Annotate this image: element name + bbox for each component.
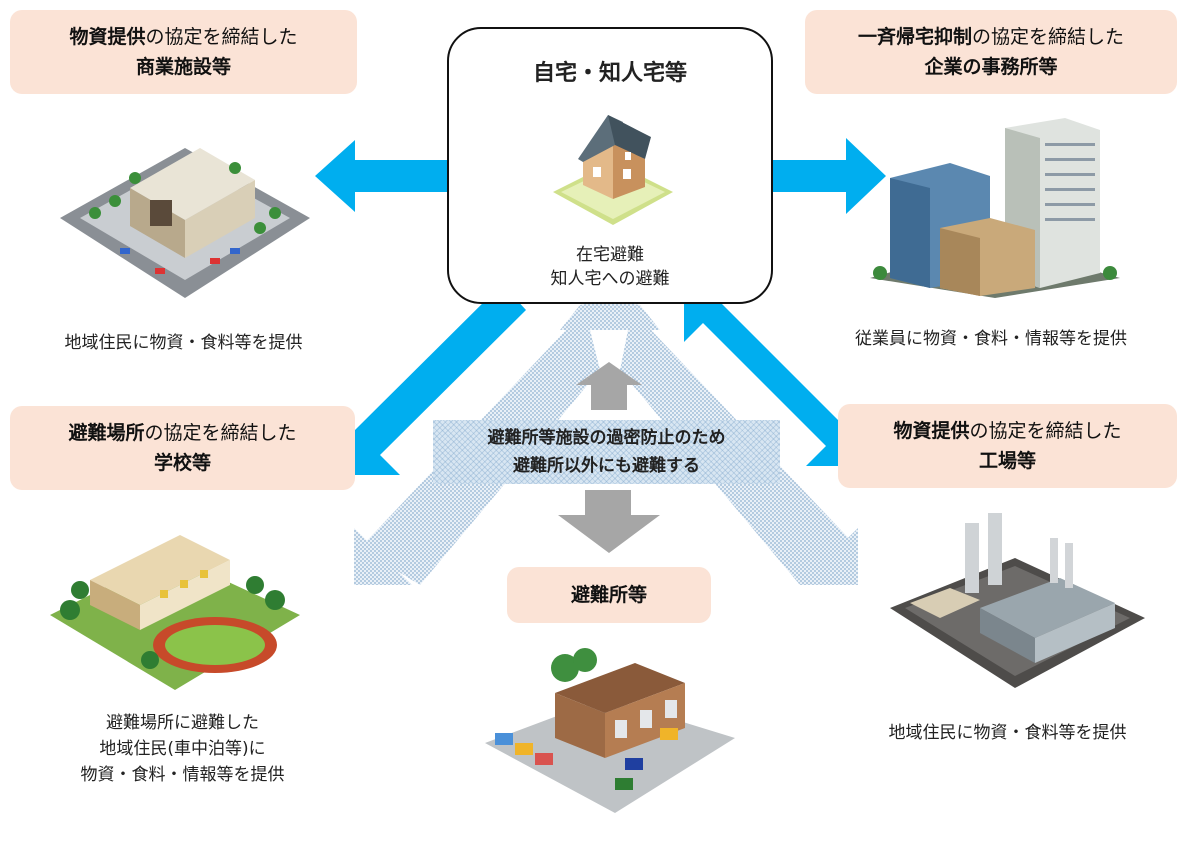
hatched-arrowhead-left [354, 528, 412, 585]
house-illustration [553, 115, 673, 225]
caption-office: 従業員に物資・食料・情報等を提供 [855, 329, 1127, 349]
label-rest: の協定を締結した [145, 26, 298, 48]
commercial-facility-illustration [60, 148, 310, 298]
blue-double-arrow-left [315, 140, 490, 212]
home-line2: 知人宅への避難 [550, 269, 670, 289]
label-bold: 避難場所 [68, 422, 145, 444]
overcrowding-note: 避難所等施設の過密防止のため 避難所以外にも避難する [433, 420, 780, 484]
factory-illustration [890, 513, 1145, 688]
hatched-arrowhead-right [800, 528, 858, 585]
caption-commercial: 地域住民に物資・食料等を提供 [64, 333, 303, 353]
label-line2: 学校等 [153, 452, 211, 474]
label-bold: 一斉帰宅抑制 [857, 26, 972, 48]
gray-up-arrow [576, 362, 642, 410]
gray-down-arrow [558, 490, 660, 553]
label-rest: の協定を締結した [144, 422, 297, 444]
label-bold: 物資提供 [69, 26, 146, 48]
shelter-illustration [485, 648, 735, 813]
school-illustration [50, 535, 300, 690]
label-shelter: 避難所等 [507, 567, 711, 623]
caption-line1: 避難場所に避難した [106, 713, 259, 733]
label-rest: の協定を締結した [969, 420, 1122, 442]
label-office: 一斉帰宅抑制の協定を締結した 企業の事務所等 [805, 10, 1177, 94]
caption-factory: 地域住民に物資・食料等を提供 [888, 723, 1127, 743]
caption-school: 避難場所に避難した 地域住民(車中泊等)に 物資・食料・情報等を提供 [10, 710, 355, 788]
caption-line2: 地域住民(車中泊等)に [99, 739, 266, 759]
home-line1: 在宅避難 [576, 245, 644, 265]
label-line2: 企業の事務所等 [924, 56, 1058, 78]
blue-arrow-right [743, 138, 886, 214]
blue-double-arrow-down-right [684, 284, 865, 466]
label-rest: の協定を締結した [972, 26, 1125, 48]
blue-arrow-down-left [335, 284, 526, 475]
home-title: 自宅・知人宅等 [532, 61, 687, 86]
note-line1: 避難所等施設の過密防止のため [487, 428, 726, 448]
caption-line3: 物資・食料・情報等を提供 [80, 765, 285, 785]
home-box: 自宅・知人宅等 在宅避難 知人宅への避難 [447, 27, 773, 304]
home-subtext: 在宅避難 知人宅への避難 [449, 243, 771, 291]
label-bold: 物資提供 [893, 420, 970, 442]
label-line2: 工場等 [978, 450, 1036, 472]
label-school: 避難場所の協定を締結した 学校等 [10, 406, 355, 490]
label-line2: 商業施設等 [135, 56, 231, 78]
office-buildings-illustration [870, 118, 1120, 298]
label-commercial-facility: 物資提供の協定を締結した 商業施設等 [10, 10, 357, 94]
note-line2: 避難所以外にも避難する [513, 456, 700, 476]
label-factory: 物資提供の協定を締結した 工場等 [838, 404, 1177, 488]
